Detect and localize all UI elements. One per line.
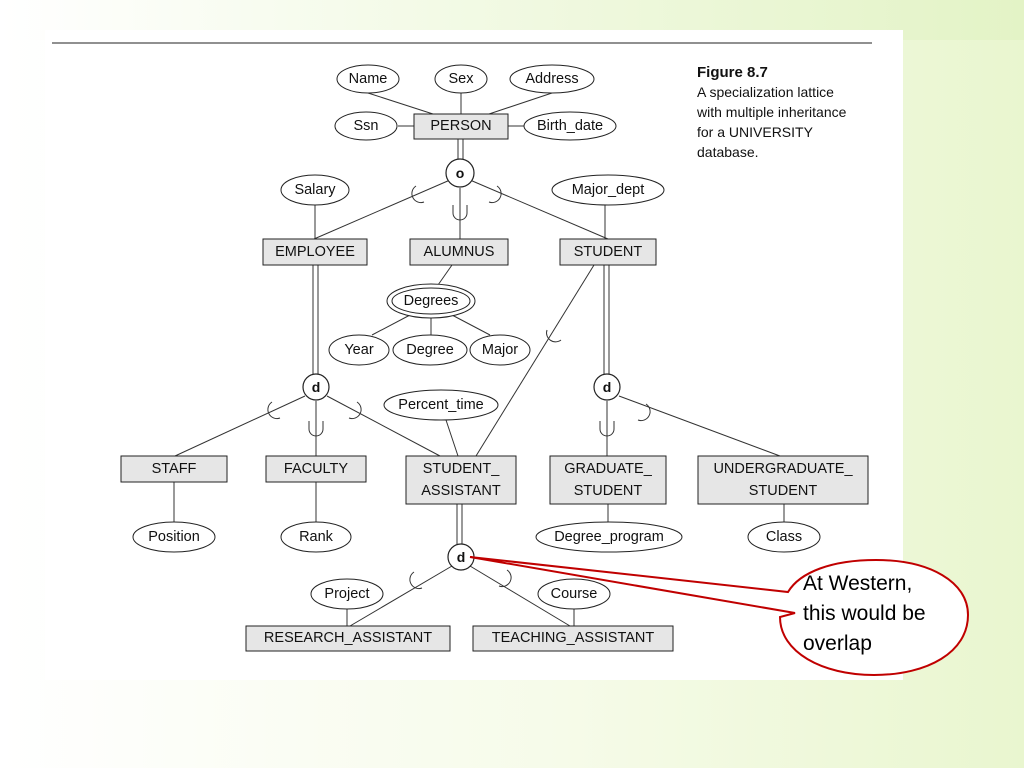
specialization-circle-employee: d <box>302 373 330 401</box>
attribute-year: Year <box>328 334 390 366</box>
svg-text:Year: Year <box>344 342 373 358</box>
svg-text:RESEARCH_ASSISTANT: RESEARCH_ASSISTANT <box>264 630 432 646</box>
svg-text:Degrees: Degrees <box>404 293 459 309</box>
svg-text:UNDERGRADUATE_: UNDERGRADUATE_ <box>713 461 853 477</box>
svg-text:Class: Class <box>766 529 802 545</box>
svg-text:Birth_date: Birth_date <box>537 118 603 134</box>
attribute-salary: Salary <box>280 174 350 206</box>
svg-text:STAFF: STAFF <box>152 461 197 477</box>
svg-text:STUDENT: STUDENT <box>574 244 643 260</box>
callout-line: overlap <box>803 632 872 655</box>
svg-text:GRADUATE_: GRADUATE_ <box>564 461 652 477</box>
attribute-ssn: Ssn <box>334 111 398 141</box>
svg-text:Sex: Sex <box>449 71 475 87</box>
entity-teaching-assistant: TEACHING_ASSISTANT <box>472 625 674 652</box>
attribute-percent-time: Percent_time <box>383 389 499 421</box>
attribute-rank: Rank <box>280 521 352 553</box>
svg-text:Salary: Salary <box>294 182 336 198</box>
svg-text:ALUMNUS: ALUMNUS <box>424 244 495 260</box>
svg-text:Major: Major <box>482 342 518 358</box>
attribute-degree-program: Degree_program <box>535 521 683 553</box>
svg-text:STUDENT: STUDENT <box>574 483 643 499</box>
attribute-degree: Degree <box>392 334 468 366</box>
figure-title: Figure 8.7 <box>697 64 768 81</box>
entity-employee: EMPLOYEE <box>262 238 368 266</box>
attribute-class: Class <box>747 521 821 553</box>
attribute-name: Name <box>336 64 400 94</box>
entity-student-assistant: STUDENT_ ASSISTANT <box>405 455 517 505</box>
svg-text:d: d <box>312 379 321 395</box>
svg-text:STUDENT: STUDENT <box>749 483 818 499</box>
callout-line: this would be <box>803 602 926 625</box>
attribute-birth-date: Birth_date <box>523 111 617 141</box>
entity-graduate-student: GRADUATE_ STUDENT <box>549 455 667 505</box>
caption-line: database. <box>697 144 759 160</box>
svg-text:EMPLOYEE: EMPLOYEE <box>275 244 355 260</box>
svg-text:Percent_time: Percent_time <box>398 397 483 413</box>
svg-text:Degree: Degree <box>406 342 454 358</box>
entity-undergraduate-student: UNDERGRADUATE_ STUDENT <box>697 455 869 505</box>
subset-symbols <box>267 185 651 590</box>
entity-research-assistant: RESEARCH_ASSISTANT <box>245 625 451 652</box>
attribute-major: Major <box>469 334 531 366</box>
svg-text:Name: Name <box>349 71 388 87</box>
svg-text:d: d <box>457 549 466 565</box>
svg-text:PERSON: PERSON <box>430 118 491 134</box>
entity-faculty: FACULTY <box>265 455 367 483</box>
svg-text:ASSISTANT: ASSISTANT <box>421 483 501 499</box>
svg-text:Ssn: Ssn <box>354 118 379 134</box>
attribute-sex: Sex <box>434 64 488 94</box>
svg-text:Address: Address <box>525 71 578 87</box>
caption-line: with multiple inheritance <box>696 104 847 120</box>
callout-line: At Western, <box>803 572 912 595</box>
svg-text:STUDENT_: STUDENT_ <box>423 461 500 477</box>
callout: At Western, this would be overlap <box>469 556 970 677</box>
figure-caption: Figure 8.7 A specialization lattice with… <box>696 64 847 160</box>
caption-line: for a UNIVERSITY <box>697 124 814 140</box>
entity-person: PERSON <box>413 113 509 140</box>
attribute-course: Course <box>537 578 611 610</box>
svg-text:d: d <box>603 379 612 395</box>
specialization-circle-person: o <box>445 158 475 188</box>
attribute-major-dept: Major_dept <box>551 174 665 206</box>
entity-student: STUDENT <box>559 238 657 266</box>
attribute-project: Project <box>310 578 384 610</box>
svg-text:Major_dept: Major_dept <box>572 182 645 198</box>
connectors <box>173 92 785 627</box>
attribute-position: Position <box>132 521 216 553</box>
svg-text:Course: Course <box>551 586 598 602</box>
caption-line: A specialization lattice <box>697 84 834 100</box>
svg-text:FACULTY: FACULTY <box>284 461 349 477</box>
svg-text:o: o <box>456 165 465 181</box>
entity-alumnus: ALUMNUS <box>409 238 509 266</box>
svg-text:Project: Project <box>324 586 369 602</box>
svg-text:Degree_program: Degree_program <box>554 529 664 545</box>
svg-text:TEACHING_ASSISTANT: TEACHING_ASSISTANT <box>492 630 655 646</box>
callout-bubble <box>469 556 970 677</box>
attribute-address: Address <box>509 64 595 94</box>
attribute-degrees: Degrees <box>386 283 476 319</box>
specialization-circle-student: d <box>593 373 621 401</box>
svg-text:Position: Position <box>148 529 200 545</box>
svg-text:Rank: Rank <box>299 529 334 545</box>
entity-staff: STAFF <box>120 455 228 483</box>
